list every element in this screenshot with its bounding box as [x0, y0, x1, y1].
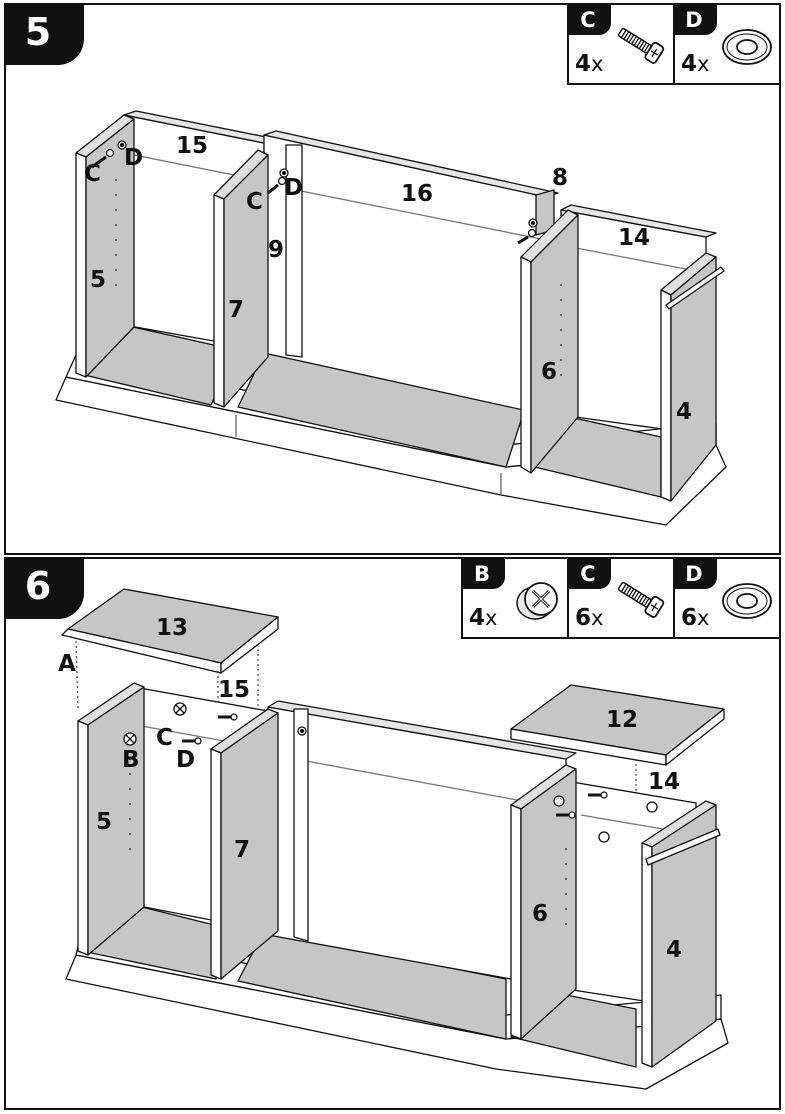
cam-lock-b-4 — [646, 801, 658, 813]
screw-c-2 — [267, 176, 287, 195]
label-4: 4 — [676, 399, 692, 425]
panel-4 — [670, 256, 717, 502]
screw-c-2 — [182, 737, 202, 745]
panel-9 — [293, 708, 309, 942]
label-13: 13 — [156, 615, 188, 641]
hardware-letter: D — [685, 8, 703, 32]
label-7: 7 — [228, 297, 244, 323]
washer-d-2 — [279, 168, 289, 178]
washer-d-1 — [117, 140, 127, 150]
label-5: 5 — [96, 809, 112, 835]
label-a: A — [58, 651, 76, 677]
cam-lock-icon — [516, 582, 558, 620]
washer-icon — [722, 583, 772, 619]
panel-6 — [530, 214, 579, 474]
cam-lock-b-2 — [123, 732, 137, 746]
hardware-qty: 6 — [575, 605, 592, 631]
washer-d — [297, 726, 307, 736]
cam-lock-b-5 — [598, 831, 610, 843]
hardware-item-c: C 4x — [569, 5, 673, 83]
panel-7 — [223, 154, 269, 408]
step-number: 5 — [24, 10, 52, 54]
step-6-illustration: 13 A 15 12 14 C B D 5 7 6 4 — [58, 588, 729, 1090]
hardware-item-c: C 6x — [567, 559, 673, 637]
washer-icon — [722, 29, 772, 65]
panel-5 — [85, 118, 135, 378]
label-6: 6 — [532, 901, 548, 927]
panel-5 — [87, 686, 145, 956]
screw-icon — [618, 27, 665, 64]
hardware-letter: B — [473, 562, 490, 586]
panel-4 — [651, 804, 717, 1068]
label-c-left: C — [84, 161, 101, 187]
panel-7 — [220, 712, 279, 980]
label-7: 7 — [234, 837, 250, 863]
hardware-item-d: D 4x — [673, 5, 779, 83]
label-16: 16 — [401, 181, 433, 207]
hardware-letter: D — [685, 562, 703, 586]
hardware-qty: 6 — [681, 605, 698, 631]
step-number-badge: 5 — [4, 3, 84, 65]
screw-c-3 — [517, 228, 537, 245]
screw-c-1 — [218, 713, 238, 721]
label-14: 14 — [618, 225, 650, 251]
cam-lock-b-3 — [553, 795, 565, 807]
hardware-item-b: B 4x — [463, 559, 567, 637]
screw-c-3 — [588, 791, 608, 799]
label-c-middle: C — [246, 189, 263, 215]
panel-9 — [285, 144, 303, 358]
label-14: 14 — [648, 769, 680, 795]
label-4: 4 — [666, 937, 682, 963]
label-6: 6 — [541, 359, 557, 385]
label-12: 12 — [606, 707, 638, 733]
step-number-badge: 6 — [4, 557, 84, 619]
hardware-qty: 4 — [469, 605, 486, 631]
label-d-left: D — [124, 145, 143, 171]
hardware-qty: 4 — [575, 51, 592, 77]
label-8: 8 — [552, 165, 568, 191]
label-d: D — [176, 747, 195, 773]
label-b: B — [122, 747, 140, 773]
hardware-qty: 4 — [681, 51, 698, 77]
hardware-item-d: D 6x — [673, 559, 779, 637]
hardware-letter: C — [580, 8, 596, 32]
step-5-illustration: 15 16 8 14 9 5 7 6 4 C D C D — [55, 110, 727, 526]
label-15: 15 — [218, 677, 250, 703]
panel-6 — [520, 768, 577, 1040]
label-15: 15 — [176, 133, 208, 159]
step-number: 6 — [24, 564, 52, 608]
step-6-panel: 6 B 4x C 6x D — [4, 557, 781, 1110]
label-9: 9 — [268, 237, 284, 263]
washer-d-3 — [528, 218, 538, 228]
label-d-middle: D — [284, 175, 303, 201]
hardware-box: C 4x D 4x — [567, 3, 781, 85]
label-c: C — [156, 725, 173, 751]
hardware-box: B 4x C 6x D 6x — [461, 557, 781, 639]
screw-c-4 — [556, 811, 576, 819]
step-5-panel: 5 C 4x D 4x — [4, 3, 781, 555]
label-5: 5 — [90, 267, 106, 293]
cam-lock-b-1 — [173, 702, 187, 716]
screw-c-1 — [91, 148, 115, 169]
screw-icon — [618, 581, 665, 618]
hardware-letter: C — [580, 562, 596, 586]
